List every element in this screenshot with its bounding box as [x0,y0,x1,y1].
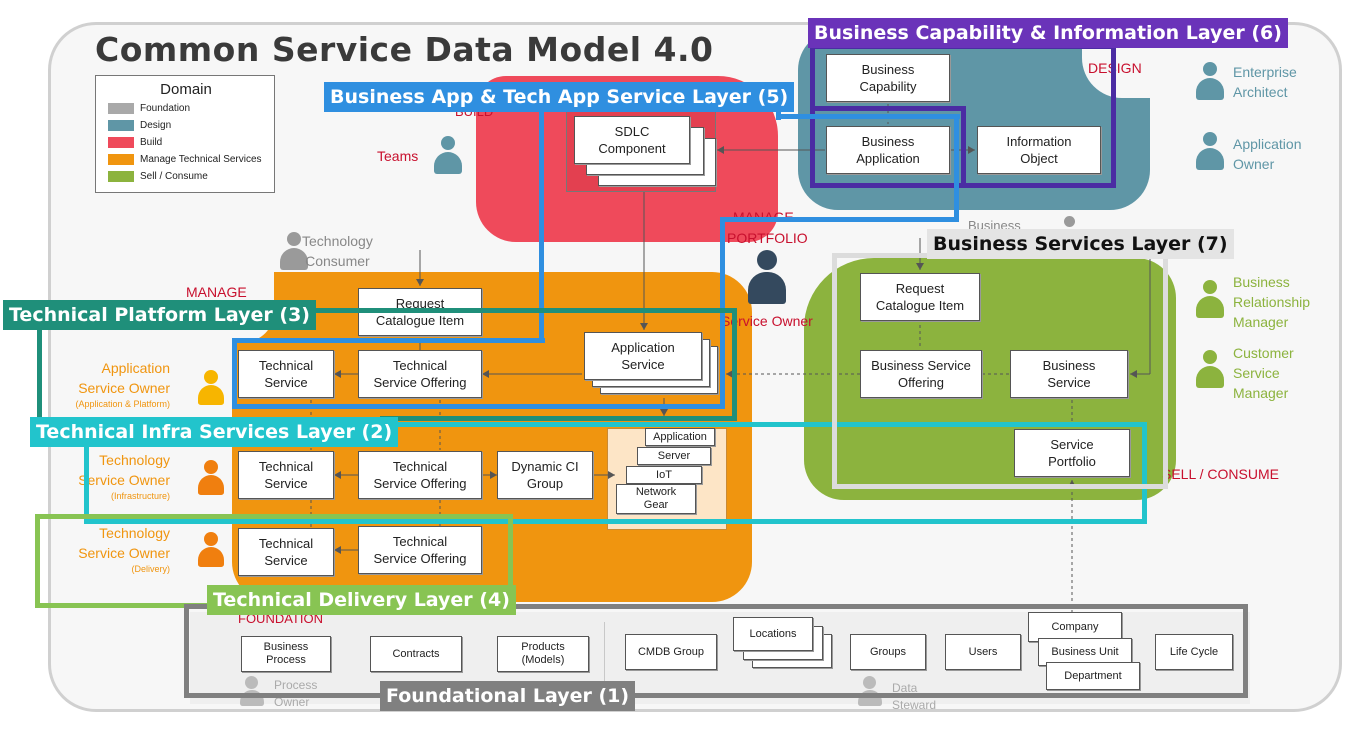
groups-box[interactable]: Groups [850,634,926,670]
users-box[interactable]: Users [945,634,1021,670]
sdlc-component-box[interactable]: SDLC Component [574,116,690,164]
locations-box[interactable]: Locations [733,617,813,651]
layer-1-tag: Foundational Layer (1) [380,681,636,711]
company-box[interactable]: Company [1028,612,1122,642]
layer-4-tag: Technical Delivery Layer (4) [207,585,516,615]
layer-5-tag: Business App & Tech App Service Layer (5… [324,82,795,112]
tech-owner-delivery-label: Technology Service Owner [78,525,170,561]
business-owner-person-icon [1058,216,1080,236]
life-cycle-box[interactable]: Life Cycle [1155,634,1233,670]
foundation-divider [604,622,605,682]
layer-6-cut [815,106,966,183]
legend-title: Domain [160,81,212,98]
business-capability-box[interactable]: Business Capability [826,54,950,102]
layer-5-bottom [232,404,725,409]
tech-consumer-label: Technology Consumer [302,233,373,269]
ci-network-gear-box[interactable]: Network Gear [616,484,696,514]
tech-owner-infra-sublabel: (Infrastructure) [110,491,170,501]
application-owner-person-icon [1196,132,1224,172]
application-owner-label: Application Owner [1233,136,1302,172]
legend-item-design: Design [108,120,171,132]
brm-label: Business Relationship Manager [1233,274,1311,330]
layer-5-right-stub [776,106,781,120]
service-owner-person-icon [748,250,786,306]
legend-item-sell: Sell / Consume [108,171,208,183]
layer-5-design-down [954,114,959,222]
technical-offering-delivery-box[interactable]: Technical Service Offering [358,526,482,574]
layer-3-tag: Technical Platform Layer (3) [3,300,316,330]
tech-consumer-person-icon [280,232,308,272]
enterprise-architect-person-icon [1196,62,1224,102]
tech-owner-delivery-person-icon [198,532,224,568]
department-box[interactable]: Department [1046,662,1140,690]
app-service-owner-person-icon [198,370,224,406]
service-portfolio-box[interactable]: Service Portfolio [1014,429,1130,477]
manage-label: MANAGE [186,284,247,300]
layer-2-tag: Technical Infra Services Layer (2) [30,417,399,447]
data-steward-label: Data Steward [892,681,937,712]
request-catalogue-item-business-box[interactable]: Request Catalogue Item [860,273,980,321]
teams-label: Teams [377,148,419,164]
layer-5-mid [232,338,545,343]
layer-2-outline [84,422,1147,524]
layer-5-left [232,340,237,409]
layer-5-down [720,217,725,409]
business-process-box[interactable]: Business Process [241,636,331,672]
legend-item-manage: Manage Technical Services [108,154,262,166]
sell-consume-label: SELL / CONSUME [1162,466,1279,482]
service-owner-label: Service Owner [721,313,813,329]
ci-iot-box[interactable]: IoT [626,466,702,484]
csm-person-icon [1196,350,1224,390]
information-object-box[interactable]: Information Object [977,126,1101,174]
page-title: Common Service Data Model 4.0 [95,30,714,69]
manage-portfolio-label-bottom: PORTFOLIO [727,230,808,246]
technical-service-infra-box[interactable]: Technical Service [238,451,334,499]
layer-5-outline-a [232,108,544,342]
technical-service-delivery-box[interactable]: Technical Service [238,528,334,576]
business-service-offering-box[interactable]: Business Service Offering [860,350,982,398]
technical-offering-platform-box[interactable]: Technical Service Offering [358,350,482,398]
layer-5-bottom-right [722,217,959,222]
cmdb-group-box[interactable]: CMDB Group [625,634,717,670]
legend-item-build: Build [108,137,162,149]
layer-7-outline [832,253,1168,489]
app-service-owner-label: Application Service Owner [78,360,170,396]
layer-3-bottom [380,416,737,421]
tech-owner-infra-label: Technology Service Owner [78,452,170,488]
domain-legend: Domain Foundation Design Build Manage Te… [95,75,275,193]
ci-application-box[interactable]: Application [645,428,715,446]
enterprise-architect-label: Enterprise Architect [1233,64,1297,100]
products-box[interactable]: Products (Models) [497,636,589,672]
business-unit-box[interactable]: Business Unit [1038,638,1132,666]
dynamic-ci-group-box[interactable]: Dynamic CI Group [497,451,593,499]
layer-5-design-line [776,114,960,119]
process-owner-label: Process Owner [274,678,318,709]
business-service-box[interactable]: Business Service [1010,350,1128,398]
brm-person-icon [1196,280,1224,320]
ci-server-box[interactable]: Server [637,447,711,465]
technical-offering-infra-box[interactable]: Technical Service Offering [358,451,482,499]
app-service-owner-sublabel: (Application & Platform) [75,399,170,409]
legend-item-foundation: Foundation [108,103,190,115]
layer-1-outline [184,604,1248,698]
tech-owner-delivery-sublabel: (Delivery) [131,564,170,574]
tech-owner-infra-person-icon [198,460,224,496]
layer-7-tag: Business Services Layer (7) [927,229,1234,259]
business-application-box[interactable]: Business Application [826,126,950,174]
csm-label: Customer Service Manager [1233,345,1294,401]
application-service-box[interactable]: Application Service [584,332,702,380]
teams-person-icon [434,136,462,176]
layer-3-outline [37,308,737,421]
layer-6-tag: Business Capability & Information Layer … [808,18,1288,48]
technical-service-platform-box[interactable]: Technical Service [238,350,334,398]
contracts-box[interactable]: Contracts [370,636,462,672]
